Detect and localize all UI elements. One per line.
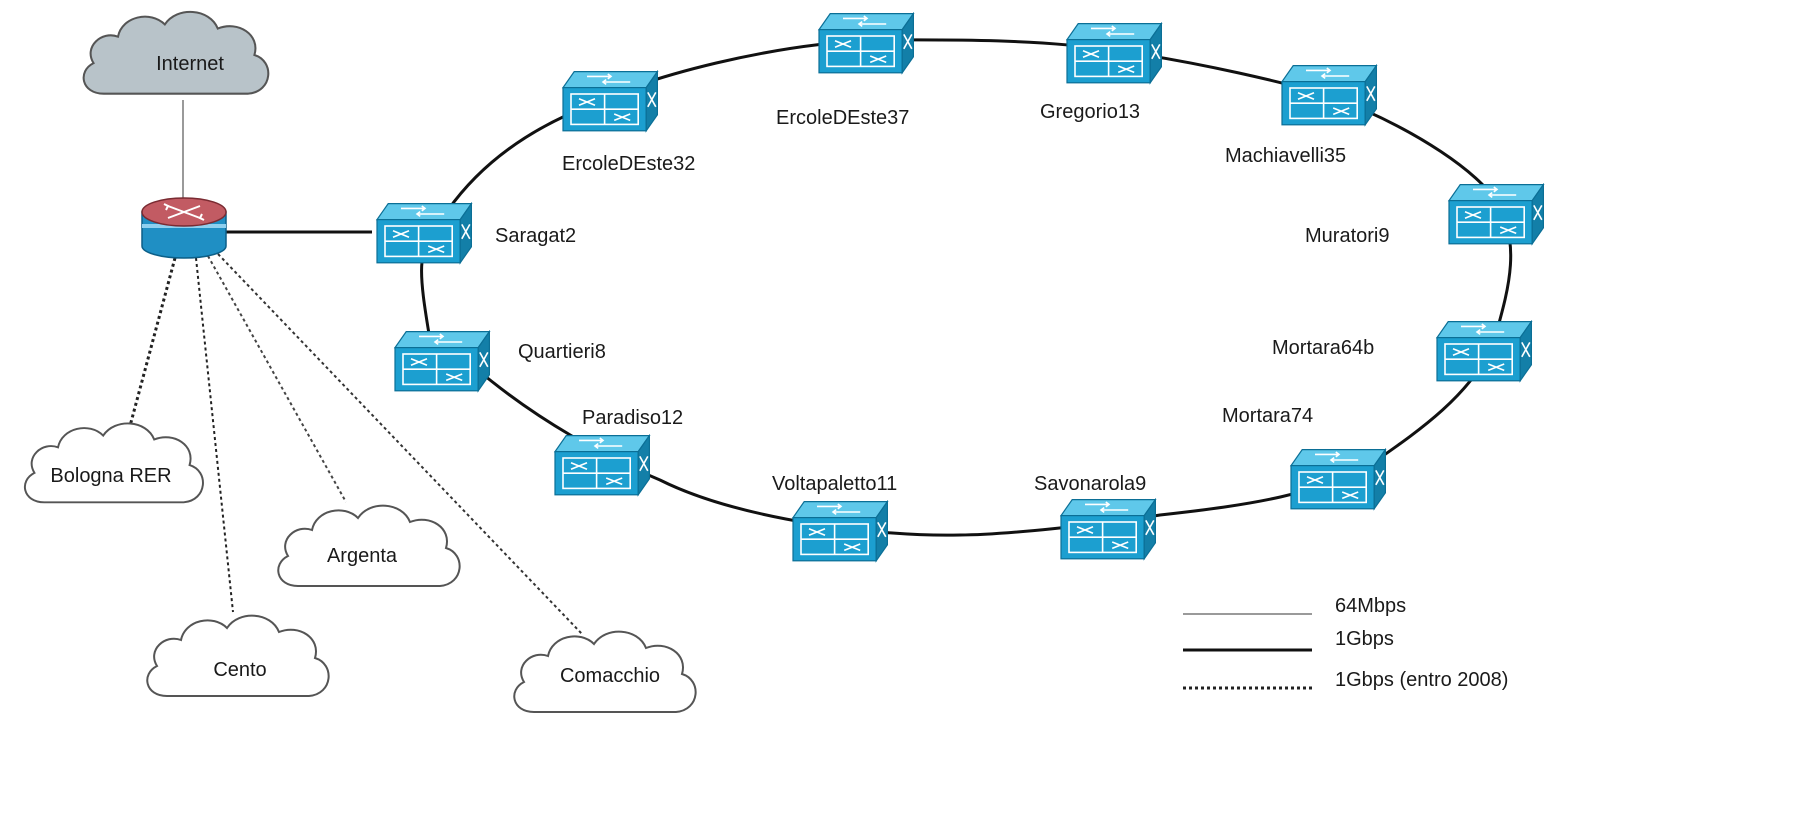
switch-icon — [1281, 64, 1378, 126]
legend-label-dotted: 1Gbps (entro 2008) — [1335, 669, 1508, 691]
argenta-cloud: Argenta — [277, 504, 461, 587]
legend-label-thin: 64Mbps — [1335, 595, 1406, 617]
switch-icon — [1436, 320, 1533, 382]
switch-paradiso12: Paradiso12 — [554, 407, 683, 496]
bologna-label: Bologna RER — [50, 465, 171, 487]
cento-cloud: Cento — [146, 614, 330, 698]
link-router-comacchio — [217, 253, 583, 635]
comacchio-label: Comacchio — [560, 665, 660, 687]
internet-cloud: Internet — [82, 10, 270, 95]
legend-item-thin: 64Mbps — [1183, 595, 1406, 617]
switch-mortara74: Mortara74 — [1222, 405, 1387, 510]
switch-icon — [376, 202, 473, 264]
switch-mortara64b: Mortara64b — [1272, 320, 1533, 382]
switch-muratori9: Muratori9 — [1305, 183, 1545, 247]
switch-label: Paradiso12 — [582, 407, 683, 429]
switch-quartieri8: Quartieri8 — [394, 330, 606, 392]
switch-icon — [1448, 183, 1545, 245]
switch-icon — [818, 12, 915, 74]
switch-label: Muratori9 — [1305, 225, 1389, 247]
switch-icon — [562, 70, 659, 132]
legend-item-dotted: 1Gbps (entro 2008) — [1183, 669, 1508, 691]
switch-savonarola9: Savonarola9 — [1034, 473, 1157, 560]
switch-machiavelli35: Machiavelli35 — [1225, 64, 1378, 167]
router-icon — [141, 197, 227, 259]
switch-icon — [1290, 448, 1387, 510]
switch-label: Gregorio13 — [1040, 101, 1140, 123]
switch-gregorio13: Gregorio13 — [1040, 22, 1163, 123]
switch-icon — [554, 434, 651, 496]
switch-icon — [394, 330, 491, 392]
cento-label: Cento — [213, 659, 266, 681]
router — [141, 197, 227, 259]
cloud-icon — [23, 422, 205, 504]
switch-label: Mortara74 — [1222, 405, 1313, 427]
switch-label: Savonarola9 — [1034, 473, 1146, 495]
switch-label: Mortara64b — [1272, 337, 1374, 359]
link-router-bologna — [128, 257, 177, 427]
link-router-cento — [195, 257, 234, 613]
switch-icon — [1060, 498, 1157, 560]
legend: 64Mbps 1Gbps 1Gbps (entro 2008) — [1183, 595, 1508, 691]
switch-label: ErcoleDEste37 — [776, 107, 909, 129]
switch-ercoledeste37: ErcoleDEste37 — [776, 12, 915, 129]
switch-label: Quartieri8 — [518, 341, 606, 363]
switch-icon — [792, 500, 889, 562]
switch-label: ErcoleDEste32 — [562, 153, 695, 175]
link-router-argenta — [207, 255, 347, 503]
switch-label: Machiavelli35 — [1225, 145, 1346, 167]
switch-icon — [1066, 22, 1163, 84]
switch-voltapaletto11: Voltapaletto11 — [772, 473, 897, 562]
internet-label: Internet — [156, 53, 224, 75]
switch-saragat2: Saragat2 — [376, 202, 576, 264]
legend-item-thick: 1Gbps — [1183, 628, 1394, 652]
switch-label: Voltapaletto11 — [772, 473, 897, 495]
argenta-label: Argenta — [327, 545, 398, 567]
bologna-cloud: Bologna RER — [23, 422, 205, 504]
switch-ercoledeste32: ErcoleDEste32 — [562, 70, 695, 175]
comacchio-cloud: Comacchio — [513, 630, 697, 714]
cloud-icon — [146, 614, 330, 698]
switch-label: Saragat2 — [495, 225, 576, 247]
legend-label-thick: 1Gbps — [1335, 628, 1394, 650]
